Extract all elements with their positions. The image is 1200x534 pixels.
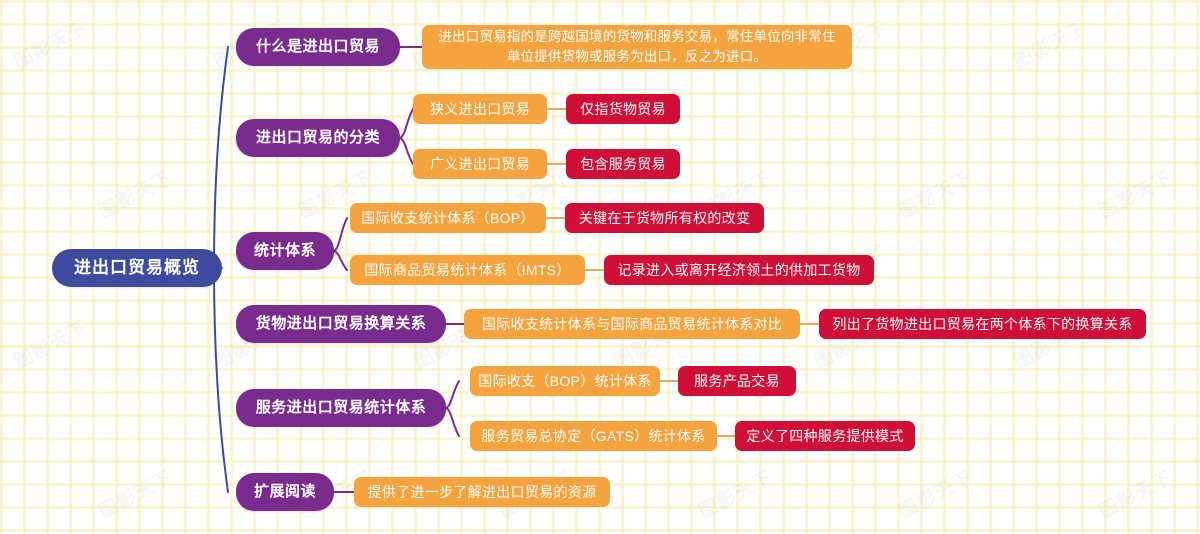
- leaf-node-1-1-0[interactable]: 包含服务贸易: [566, 149, 680, 179]
- leaf-node-4-1-0[interactable]: 定义了四种服务提供模式: [735, 421, 915, 451]
- leaf-node-2-0-0[interactable]: 关键在于货物所有权的改变: [565, 203, 764, 233]
- leaf-node-3-0-0[interactable]: 列出了货物进出口贸易在两个体系下的换算关系: [819, 309, 1146, 339]
- sub-node-5-0[interactable]: 提供了进一步了解进出口贸易的资源: [354, 477, 610, 507]
- branch-node-4[interactable]: 服务进出口贸易统计体系: [236, 389, 446, 427]
- sub-node-4-1[interactable]: 服务贸易总协定（GATS）统计体系: [470, 421, 717, 451]
- branch-node-3[interactable]: 货物进出口贸易换算关系: [236, 305, 446, 343]
- branch-node-0[interactable]: 什么是进出口贸易: [236, 28, 400, 66]
- sub-node-2-1[interactable]: 国际商品贸易统计体系（IMTS）: [350, 255, 585, 285]
- sub-node-4-0[interactable]: 国际收支（BOP）统计体系: [470, 366, 660, 396]
- sub-node-3-0[interactable]: 国际收支统计体系与国际商品贸易统计体系对比: [464, 309, 800, 339]
- sub-node-2-0[interactable]: 国际收支统计体系（BOP）: [350, 203, 546, 233]
- branch-node-1[interactable]: 进出口贸易的分类: [236, 119, 400, 157]
- leaf-node-1-0-0[interactable]: 仅指货物贸易: [566, 94, 680, 124]
- sub-node-1-0[interactable]: 狭义进出口贸易: [413, 94, 547, 124]
- branch-node-5[interactable]: 扩展阅读: [236, 473, 334, 511]
- root-node[interactable]: 进出口贸易概览: [52, 249, 222, 287]
- sub-node-0-0[interactable]: 进出口贸易指的是跨越国境的货物和服务交易，常住单位向非常住单位提供货物或服务为出…: [422, 25, 852, 69]
- sub-node-1-1[interactable]: 广义进出口贸易: [413, 149, 547, 179]
- leaf-node-2-1-0[interactable]: 记录进入或离开经济领土的供加工货物: [604, 255, 874, 285]
- branch-node-2[interactable]: 统计体系: [236, 232, 334, 270]
- leaf-node-4-0-0[interactable]: 服务产品交易: [678, 366, 796, 396]
